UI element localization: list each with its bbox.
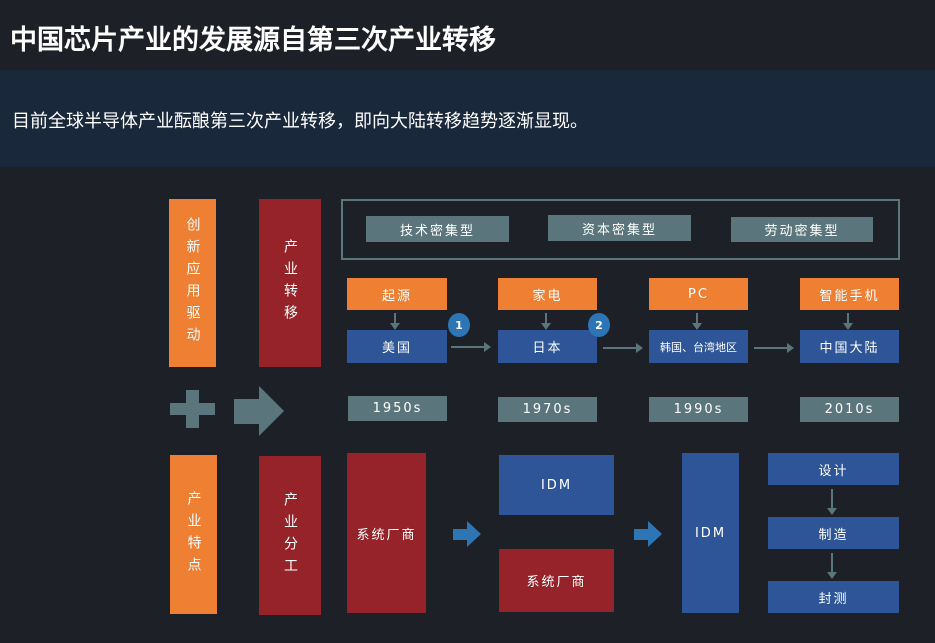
system-vendor-1: 系统厂商: [347, 453, 426, 613]
region-korea-taiwan: 韩国、台湾地区: [649, 330, 748, 363]
arrow-icon: [603, 343, 643, 353]
right-arrow-icon: [634, 521, 662, 547]
stage-design: 设计: [768, 453, 899, 485]
system-vendor-2: 系统厂商: [499, 549, 614, 612]
year-1950s: 1950s: [348, 396, 447, 421]
division-label: 产业分工: [259, 456, 321, 615]
subtitle: 目前全球半导体产业酝酿第三次产业转移，即向大陆转移趋势逐渐显现。: [12, 111, 588, 132]
down-arrow-icon: [827, 553, 837, 579]
driver-pc: PC: [649, 278, 748, 310]
idm-1: IDM: [499, 455, 614, 515]
driver-label: 创新应用驱动: [169, 199, 216, 367]
step-badge-2: 2: [588, 313, 610, 337]
feature-label: 产业特点: [170, 455, 217, 614]
region-us: 美国: [347, 330, 447, 363]
page-title: 中国芯片产业的发展源自第三次产业转移: [10, 25, 496, 56]
region-japan: 日本: [498, 330, 597, 363]
down-arrow-icon: [827, 489, 837, 515]
type-tech: 技术密集型: [366, 216, 509, 242]
year-1970s: 1970s: [498, 397, 597, 422]
stage-test: 封测: [768, 581, 899, 613]
transfer-label: 产业转移: [259, 199, 321, 367]
type-capital: 资本密集型: [548, 215, 691, 241]
year-2010s: 2010s: [800, 397, 899, 422]
driver-appliance: 家电: [498, 278, 597, 310]
arrow-icon: [754, 343, 794, 353]
stage-manufacture: 制造: [768, 517, 899, 549]
type-labor: 劳动密集型: [731, 217, 873, 242]
down-arrow-icon: [843, 313, 853, 330]
plus-icon: [170, 390, 215, 428]
driver-smartphone: 智能手机: [800, 278, 899, 310]
right-arrow-icon: [453, 521, 481, 547]
down-arrow-icon: [390, 313, 400, 330]
driver-origin: 起源: [347, 278, 447, 310]
down-arrow-icon: [541, 313, 551, 330]
right-arrow-icon: [234, 386, 284, 436]
subtitle-band: [0, 70, 935, 167]
year-1990s: 1990s: [649, 397, 748, 422]
idm-2: IDM: [682, 453, 739, 613]
region-china: 中国大陆: [800, 330, 899, 363]
step-badge-1: 1: [448, 313, 470, 337]
down-arrow-icon: [692, 313, 702, 330]
type-frame: [341, 199, 900, 260]
arrow-icon: [451, 342, 491, 352]
